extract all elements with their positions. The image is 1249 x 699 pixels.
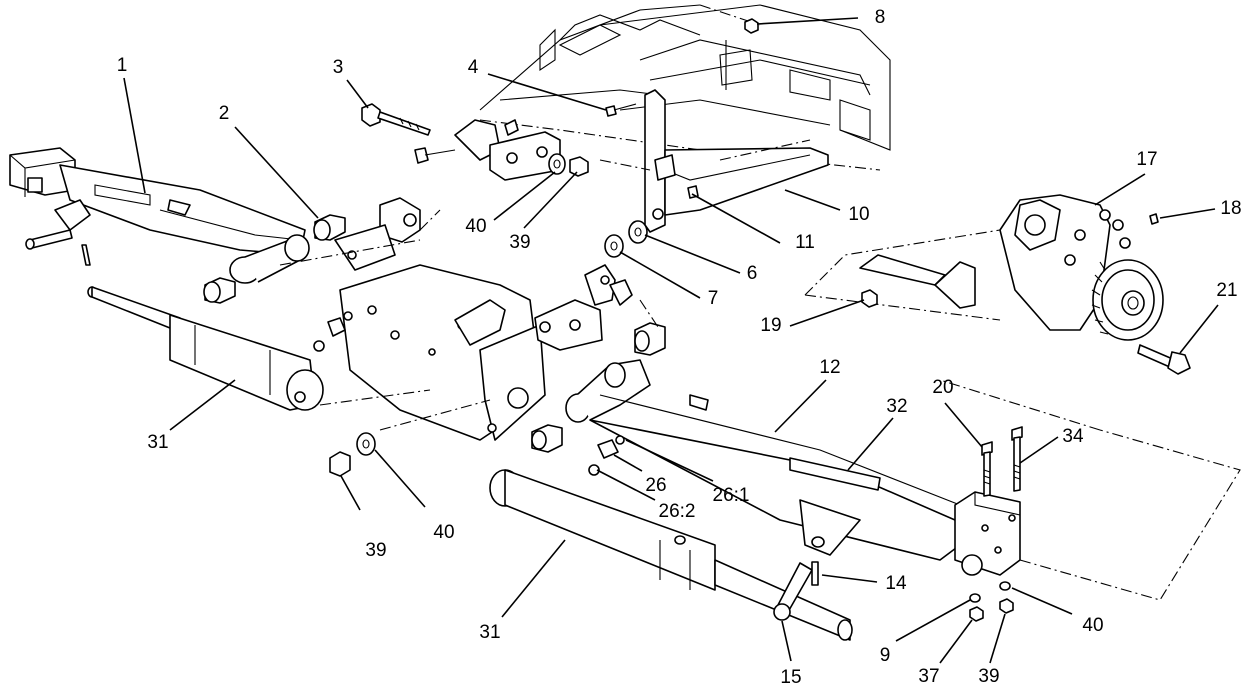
callout-12: 12 <box>819 357 840 378</box>
callout-21: 21 <box>1216 280 1237 301</box>
callout-31-lower: 31 <box>479 622 500 643</box>
callout-39-top: 39 <box>509 232 530 253</box>
callout-40-bottom: 40 <box>1082 615 1103 636</box>
hydraulic-motor <box>999 194 1164 341</box>
callout-40-mid: 40 <box>433 522 454 543</box>
bolt-34 <box>1011 426 1023 492</box>
callout-1: 1 <box>117 55 128 76</box>
callout-2: 2 <box>219 103 230 124</box>
fitting-upper <box>313 311 353 352</box>
bushing-center <box>634 322 666 356</box>
callout-26: 26 <box>645 475 666 496</box>
callout-15: 15 <box>780 667 801 688</box>
callout-31-upper: 31 <box>147 432 168 453</box>
nut-39-mid <box>329 451 351 477</box>
callout-6: 6 <box>747 263 758 284</box>
bushing-top <box>313 214 346 241</box>
callout-40-top: 40 <box>465 216 486 237</box>
callout-26-2: 26:2 <box>659 501 696 522</box>
callout-26-1: 26:1 <box>713 485 750 506</box>
callout-3: 3 <box>333 57 344 78</box>
callout-37: 37 <box>918 666 939 687</box>
callout-14: 14 <box>885 573 907 594</box>
center-plate <box>334 197 633 441</box>
screw-4 <box>605 103 637 117</box>
callout-32: 32 <box>886 396 907 417</box>
nut-8 <box>725 18 759 90</box>
callout-labels: 1 2 3 4 8 40 39 6 7 10 11 17 18 19 21 12… <box>117 7 1242 688</box>
washer-40-bottom <box>999 581 1011 591</box>
bushing-lower <box>531 424 563 453</box>
assembly-lines <box>279 139 1241 601</box>
leader-lines <box>123 17 1219 664</box>
callout-19: 19 <box>760 315 781 336</box>
callout-39-bottom: 39 <box>978 666 999 687</box>
callout-20: 20 <box>932 377 953 398</box>
callout-39-mid: 39 <box>365 540 386 561</box>
callout-10: 10 <box>848 204 869 225</box>
end-block <box>954 491 1021 576</box>
callout-17: 17 <box>1136 149 1157 170</box>
bolt-20 <box>981 441 993 497</box>
motor-mount <box>804 229 1001 321</box>
nut-39-bottom <box>999 598 1014 614</box>
arm-left <box>9 147 310 284</box>
callout-8: 8 <box>875 7 886 28</box>
bolt-21 <box>1137 344 1191 375</box>
callout-4: 4 <box>468 57 479 78</box>
roll-pin-14 <box>811 561 819 586</box>
callout-18: 18 <box>1220 198 1241 219</box>
bushing-lower-left <box>203 277 236 304</box>
washer-40-top <box>548 153 566 175</box>
fitting-18 <box>1149 213 1159 225</box>
bolt-long <box>361 103 431 136</box>
callout-7: 7 <box>708 288 719 309</box>
callout-34: 34 <box>1062 426 1084 447</box>
washer-7 <box>604 234 624 258</box>
callout-11: 11 <box>795 232 815 253</box>
support-bracket <box>644 89 829 233</box>
washer-40-mid <box>356 432 376 456</box>
washer-6 <box>628 220 648 244</box>
nut-37 <box>969 606 984 622</box>
nut-19 <box>861 289 878 308</box>
callout-9: 9 <box>880 645 891 666</box>
cylinder-upper <box>87 286 324 411</box>
fitting-lower <box>588 435 625 476</box>
pivot-bracket-top <box>414 119 561 181</box>
washer-9 <box>969 593 981 603</box>
nut-39-top <box>569 156 589 177</box>
